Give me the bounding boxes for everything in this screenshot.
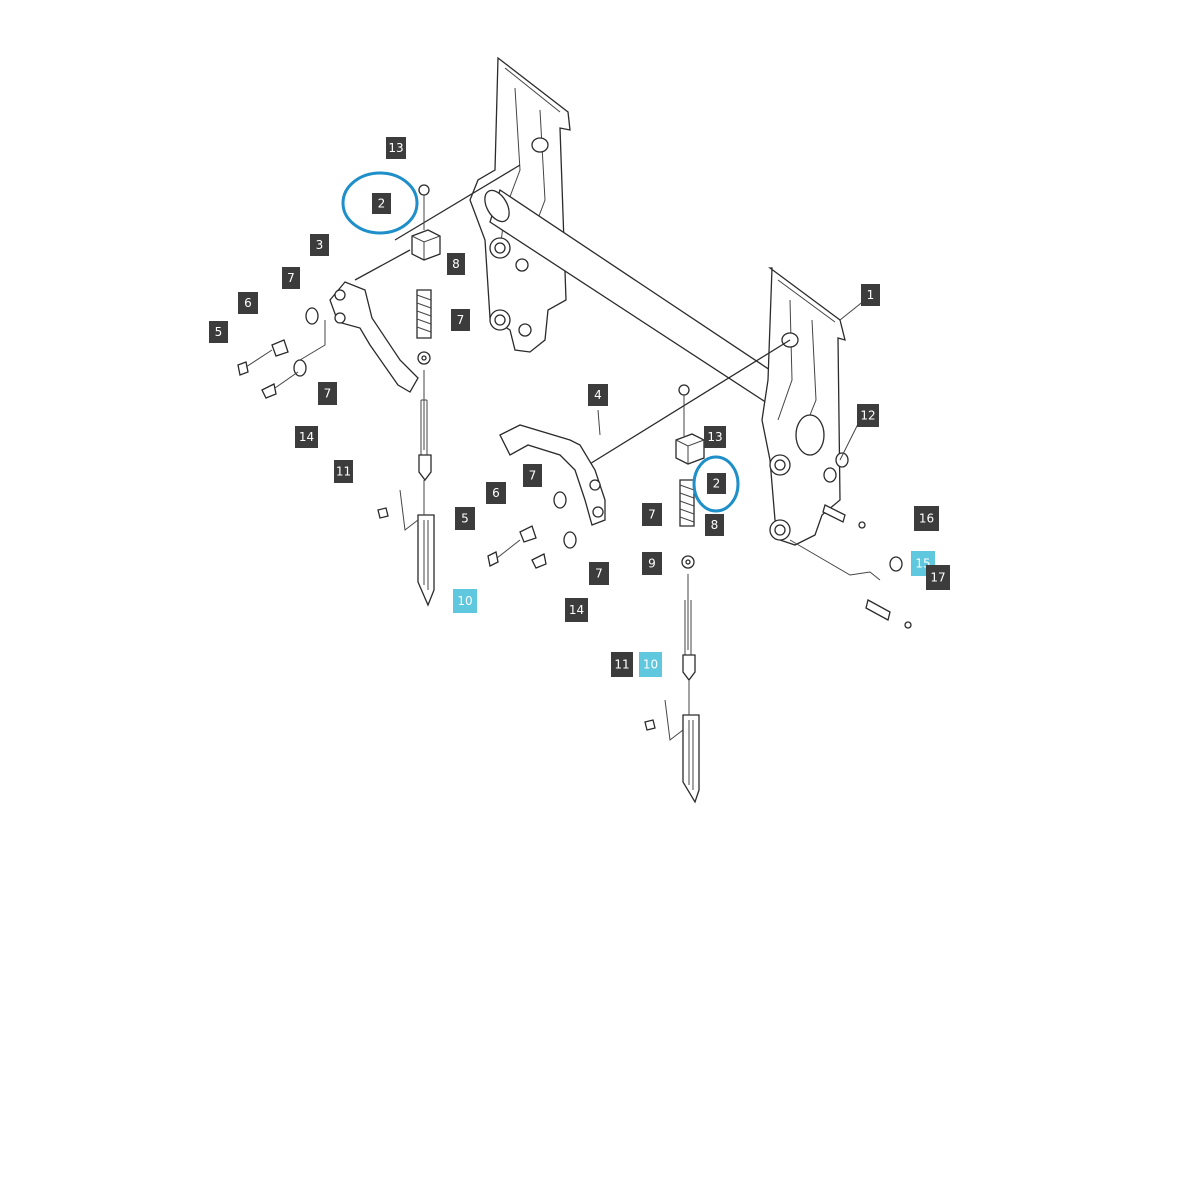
svg-text:4: 4 [594,388,602,402]
svg-text:6: 6 [244,296,252,310]
svg-text:7: 7 [324,387,332,401]
svg-text:14: 14 [299,430,314,444]
lever-3 [329,281,419,393]
svg-text:8: 8 [452,257,460,271]
callout-9: 9 [642,552,662,575]
svg-text:10: 10 [643,658,658,672]
callout-7f: 7 [589,562,609,585]
callout-13b: 13 [704,426,726,448]
callout-5a: 5 [209,321,228,343]
svg-text:7: 7 [287,271,295,285]
svg-text:10: 10 [457,594,472,608]
svg-text:1: 1 [867,288,875,302]
svg-text:2: 2 [378,197,386,211]
callout-11a: 11 [334,460,353,483]
highlight-ring-2a [341,171,419,235]
svg-text:13: 13 [707,430,722,444]
blade-10b [682,714,700,804]
callout-8a: 8 [447,253,465,275]
callout-14a: 14 [295,426,318,448]
callout-10a: 10 [453,589,477,613]
svg-text:7: 7 [457,313,465,327]
right-lever-assembly [487,299,912,804]
callout-11b: 11 [611,652,633,677]
svg-text:11: 11 [614,658,629,672]
callout-7b: 7 [451,309,470,331]
svg-text:7: 7 [529,469,537,483]
svg-text:17: 17 [930,571,945,585]
svg-text:5: 5 [461,512,469,526]
callout-3: 3 [310,234,329,256]
callout-12: 12 [857,404,879,427]
callout-14b: 14 [565,598,588,622]
svg-text:7: 7 [595,567,603,581]
callout-7e: 7 [642,503,662,526]
callout-6a: 6 [238,292,258,314]
callout-10b: 10 [639,652,662,677]
svg-text:14: 14 [569,603,584,617]
callout-6b: 6 [486,482,506,504]
callout-1: 1 [861,284,880,306]
svg-text:8: 8 [711,518,719,532]
callout-7a: 7 [282,267,300,289]
callout-13a: 13 [386,137,406,159]
callout-5b: 5 [455,507,475,530]
svg-text:16: 16 [919,512,934,526]
highlight-ring-2b [692,455,740,513]
svg-text:13: 13 [388,141,403,155]
left-lever-assembly [237,184,441,607]
svg-text:11: 11 [336,465,351,479]
frame-assembly [394,56,846,546]
callout-2a: 2 [372,193,391,214]
svg-text:7: 7 [648,508,656,522]
svg-text:2: 2 [713,477,721,491]
svg-text:3: 3 [316,238,324,252]
blade-10a [417,514,435,607]
callout-16: 16 [914,506,939,531]
svg-text:6: 6 [492,486,500,500]
svg-text:9: 9 [648,557,656,571]
svg-text:5: 5 [215,325,223,339]
callout-8b: 8 [705,514,724,536]
callout-4: 4 [588,384,608,406]
callout-17: 17 [926,565,950,590]
callout-7c: 7 [318,382,337,405]
block-2a [411,229,441,261]
callouts: 13 2 3 8 7 6 5 7 7 14 11 10 1 4 12 13 7 … [209,137,950,677]
block-2b [675,433,705,465]
right-bracket [761,267,846,546]
svg-text:12: 12 [860,409,875,423]
callout-7d: 7 [523,464,542,487]
callout-2b: 2 [707,473,726,494]
lever-4 [499,424,606,526]
